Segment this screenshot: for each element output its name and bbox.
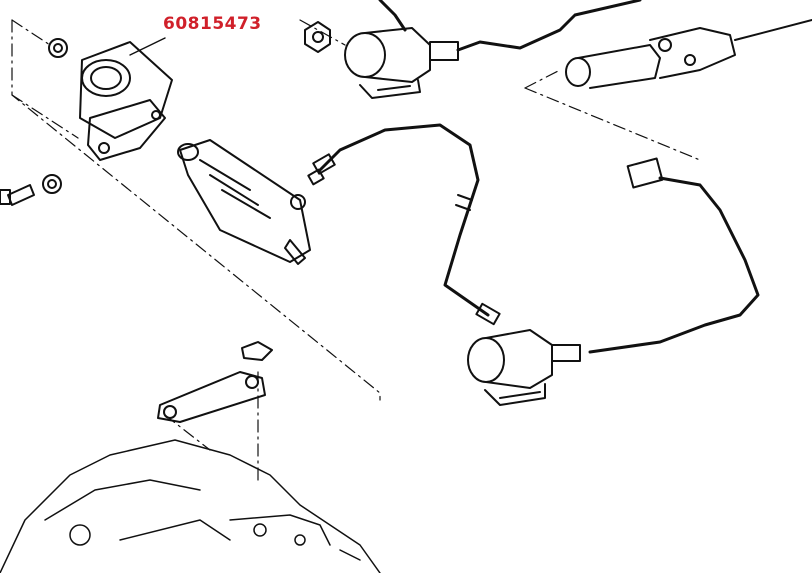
release-lever xyxy=(157,371,266,423)
top-nut xyxy=(304,21,331,53)
slave-cylinder-bracket xyxy=(79,41,173,161)
lever-clip xyxy=(241,341,273,361)
damper-lower xyxy=(467,329,581,406)
slave-cylinder xyxy=(177,139,311,265)
hydraulic-pipe-right xyxy=(588,176,760,354)
part-number-label: 60815473 xyxy=(163,14,262,34)
bolt-washer xyxy=(42,174,62,194)
bracket-bolt xyxy=(0,184,35,206)
pipe-fitting-upper xyxy=(307,153,336,186)
part-label-leader xyxy=(129,37,166,56)
damper-upper xyxy=(344,0,642,99)
hydraulic-pipe-main xyxy=(318,123,490,317)
pipe-end-fitting xyxy=(626,157,664,189)
pipe-fitting-lower xyxy=(475,302,501,326)
pipe-clip xyxy=(455,194,473,211)
master-cylinder xyxy=(565,19,812,89)
bracket-nut xyxy=(48,38,68,58)
assembly-reference-lines xyxy=(11,19,701,481)
gearbox-housing xyxy=(0,439,381,573)
